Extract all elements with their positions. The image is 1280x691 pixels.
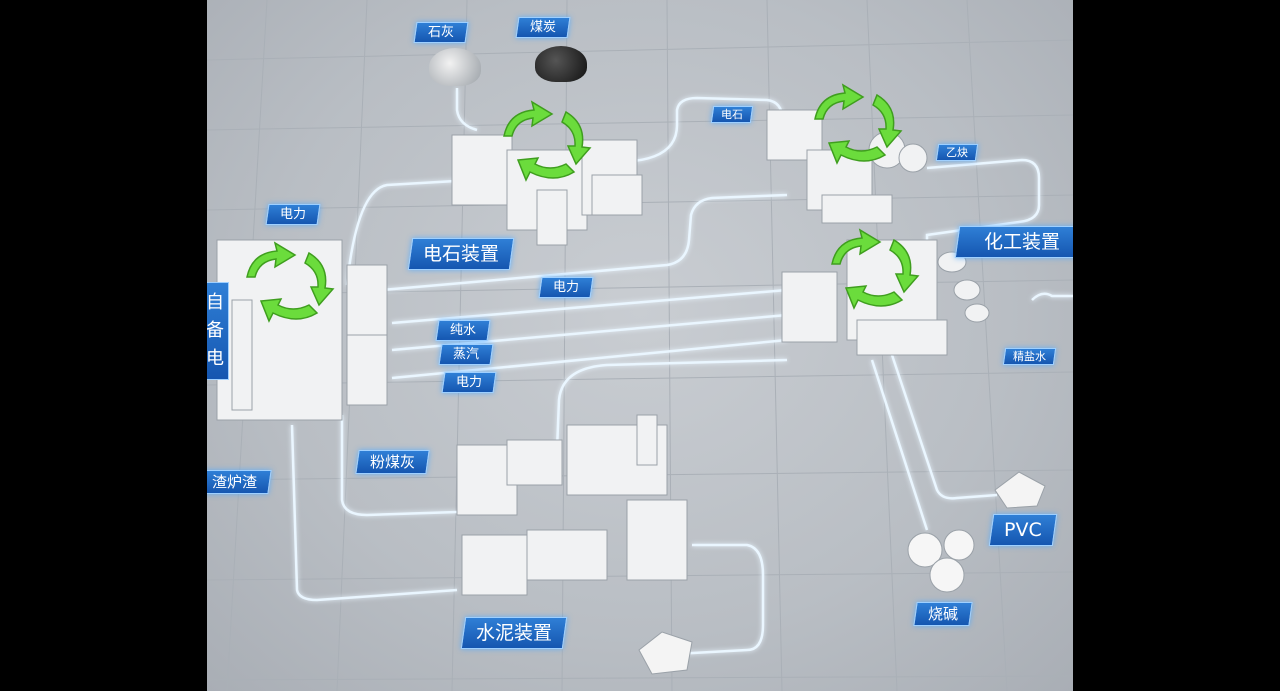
caustic-soda-label: 烧碱: [913, 602, 973, 626]
pure-water-label: 纯水: [435, 320, 491, 341]
acetylene-label: 乙炔: [935, 144, 979, 161]
flow-fly-ash: [340, 415, 458, 517]
limestone-pile-icon: [429, 48, 481, 86]
flow-to-cement: [555, 358, 788, 451]
flow-acetylene: [925, 158, 1041, 262]
pvc-label: PVC: [988, 514, 1057, 546]
diagram-canvas: 石灰 煤炭 电石 乙炔 电力 电石装置 化工装置 电力 纯水 蒸汽 电力 精盐水…: [207, 0, 1073, 691]
flow-power-top: [345, 176, 508, 286]
carbide-plant-title: 电石装置: [407, 238, 515, 270]
flow-pure-water: [391, 288, 788, 325]
recycle-arrows-icon: [814, 83, 903, 165]
carbide2-plant-factory-icon: [766, 109, 928, 224]
recycle-arrows-icon: [503, 100, 592, 182]
power-plant-title: 自 备 电: [207, 282, 229, 380]
cement-plant-title: 水泥装置: [460, 617, 568, 649]
brine-label: 精盐水: [1002, 348, 1057, 365]
chemical-plant-title: 化工装置: [954, 226, 1073, 258]
flow-cement-out: [656, 543, 765, 657]
chemical-plant-factory-icon: [781, 239, 990, 356]
pvc-pile-icon: [994, 471, 1046, 509]
cement-product-pile-icon: [638, 631, 693, 675]
flow-brine: [1031, 292, 1073, 301]
flow-limestone: [455, 88, 478, 132]
recycle-arrows-icon: [246, 241, 335, 323]
factories: [216, 109, 1046, 675]
steam-label: 蒸汽: [438, 344, 494, 365]
slag-label: 渣炉渣: [207, 470, 272, 494]
power-top-label: 电力: [265, 204, 321, 225]
flow-carbide: [586, 96, 784, 164]
power-mid-label: 电力: [538, 277, 594, 298]
recycle-arrows-icon: [831, 228, 920, 310]
flow-caustic: [870, 359, 929, 531]
carbide-flow-label: 电石: [710, 106, 754, 123]
cement-plant-factory-icon: [456, 414, 688, 596]
flow-power-bottom: [391, 338, 788, 380]
flow-slag: [290, 424, 458, 602]
flow-lines: [290, 88, 1073, 657]
fly-ash-label: 粉煤灰: [355, 450, 430, 474]
cycle-arrows: [246, 83, 920, 323]
limestone-label: 石灰: [413, 22, 469, 43]
carbide-plant-factory-icon: [451, 134, 643, 246]
coal-pile-icon: [535, 46, 587, 82]
flow-power-mid: [381, 193, 788, 292]
flow-pvc: [890, 354, 998, 500]
coal-label: 煤炭: [515, 17, 571, 38]
caustic-soda-drums-icon: [907, 529, 975, 593]
power-bottom-label: 电力: [441, 372, 497, 393]
